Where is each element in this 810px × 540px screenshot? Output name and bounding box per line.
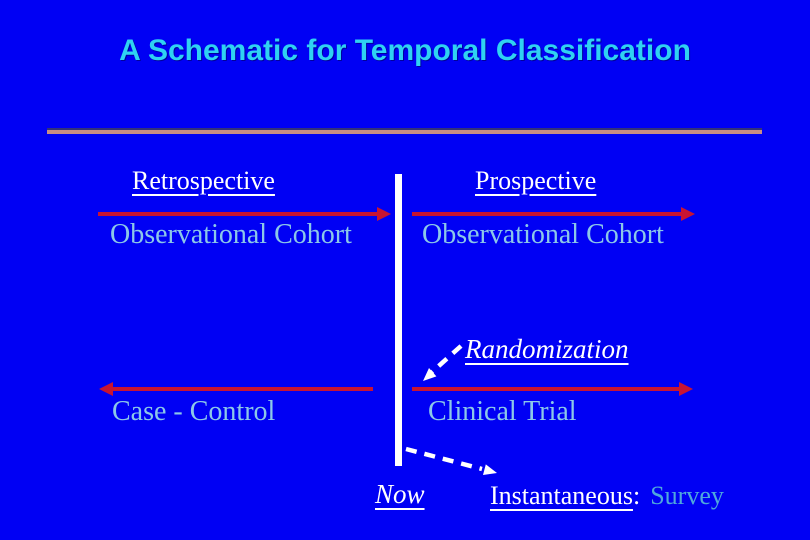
retrospective-label: Retrospective xyxy=(132,166,275,195)
title-divider-rule xyxy=(47,128,762,134)
observational-cohort-left-label: Observational Cohort xyxy=(110,219,352,250)
clinical-trial-arrow xyxy=(412,382,693,396)
now-pointer-arrow xyxy=(405,446,497,475)
instantaneous-label: Instantaneous xyxy=(490,481,633,510)
prospective-label: Prospective xyxy=(475,166,597,195)
now-timeline-bar xyxy=(395,174,402,466)
randomization-pointer-arrow xyxy=(423,344,463,381)
clinical-trial-label: Clinical Trial xyxy=(428,396,577,427)
colon-separator: : xyxy=(632,481,641,510)
instantaneous-survey-row: Instantaneous: Survey xyxy=(490,481,724,511)
observational-cohort-right-label: Observational Cohort xyxy=(422,219,664,250)
slide-title: A Schematic for Temporal Classification xyxy=(119,34,691,67)
survey-label: Survey xyxy=(650,481,724,510)
now-label: Now xyxy=(375,479,425,509)
randomization-label: Randomization xyxy=(465,334,629,364)
case-control-arrow xyxy=(99,382,373,396)
case-control-label: Case - Control xyxy=(112,396,276,427)
